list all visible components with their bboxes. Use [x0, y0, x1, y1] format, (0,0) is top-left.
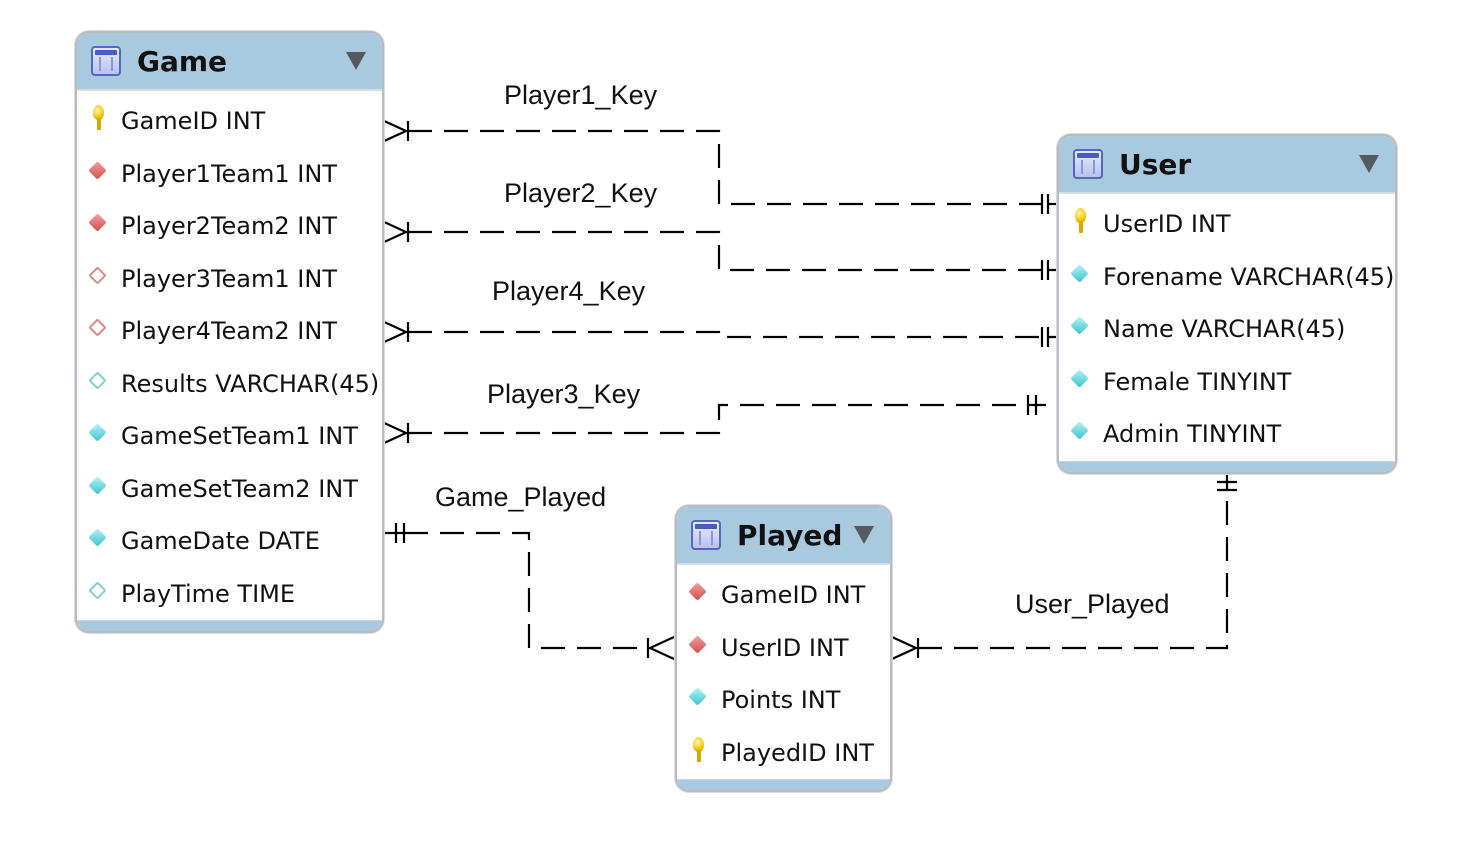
column-icon	[1071, 422, 1089, 440]
column-label: Results VARCHAR(45)	[121, 369, 380, 398]
entity-user-columns: UserID INT Forename VARCHAR(45) Name VAR…	[1059, 194, 1395, 461]
entity-game-header[interactable]: Game	[77, 33, 382, 91]
entity-title: User	[1119, 147, 1192, 181]
column-row[interactable]: Player2Team2 INT	[77, 200, 382, 253]
column-label: Points INT	[721, 686, 841, 715]
column-row[interactable]: Player3Team1 INT	[77, 253, 382, 306]
column-icon	[689, 688, 707, 706]
table-icon	[1073, 149, 1103, 179]
column-row[interactable]: Player4Team2 INT	[77, 305, 382, 358]
column-row[interactable]: Admin TINYINT	[1059, 408, 1395, 461]
connector-player2-key[interactable]	[381, 220, 1058, 280]
primary-key-icon	[689, 736, 707, 762]
connector-player3-key[interactable]	[381, 395, 1046, 445]
column-row[interactable]: Female TINYINT	[1059, 356, 1395, 409]
foreign-key-icon	[689, 583, 707, 601]
column-icon	[89, 477, 107, 495]
column-label: GameSetTeam2 INT	[121, 474, 358, 503]
column-label: PlayTime TIME	[121, 579, 296, 608]
column-icon	[1071, 265, 1089, 283]
relationship-label-player4-key: Player4_Key	[492, 276, 646, 306]
column-label: PlayedID INT	[721, 738, 874, 767]
column-label: Player2Team2 INT	[121, 212, 337, 241]
foreign-key-icon	[89, 162, 107, 180]
entity-footer	[77, 620, 382, 631]
column-row[interactable]: PlayTime TIME	[77, 568, 382, 621]
entity-user-header[interactable]: User	[1059, 136, 1395, 194]
column-label: Player3Team1 INT	[121, 264, 337, 293]
column-row[interactable]: Results VARCHAR(45)	[77, 358, 382, 411]
table-icon	[91, 46, 121, 76]
relationship-label-player3-key: Player3_Key	[487, 379, 641, 409]
column-row[interactable]: UserID INT	[1059, 198, 1395, 251]
entity-title: Game	[137, 44, 228, 78]
relationship-label-user-played: User_Played	[1015, 589, 1170, 619]
column-icon	[89, 424, 107, 442]
table-icon	[691, 520, 721, 550]
entity-footer	[1059, 460, 1395, 472]
entity-user[interactable]: User UserID INT Forename VARCHAR(45) Nam…	[1057, 134, 1397, 474]
column-row[interactable]: GameDate DATE	[77, 515, 382, 568]
relationship-label-game-played: Game_Played	[435, 482, 607, 512]
entity-played[interactable]: Played GameID INT UserID INT Points INT …	[675, 505, 892, 792]
column-row[interactable]: Points INT	[677, 674, 890, 727]
column-label: GameDate DATE	[121, 527, 320, 556]
foreign-key-icon	[89, 214, 107, 232]
column-label: Female TINYINT	[1103, 367, 1292, 396]
column-row[interactable]: Player1Team1 INT	[77, 148, 382, 201]
column-label: Name VARCHAR(45)	[1103, 315, 1346, 344]
entity-game-columns: GameID INT Player1Team1 INT Player2Team2…	[77, 91, 382, 620]
nullable-foreign-key-icon	[89, 267, 107, 285]
column-row[interactable]: GameSetTeam2 INT	[77, 463, 382, 516]
connector-player4-key[interactable]	[381, 320, 1058, 347]
entity-footer	[677, 779, 890, 790]
column-icon	[1071, 370, 1089, 388]
column-row[interactable]: GameID INT	[77, 95, 382, 148]
foreign-key-icon	[689, 636, 707, 654]
column-label: UserID INT	[721, 633, 849, 662]
nullable-column-icon	[89, 582, 107, 600]
collapse-toggle-icon[interactable]	[1359, 155, 1379, 173]
primary-key-icon	[89, 105, 107, 131]
column-label: Player4Team2 INT	[121, 317, 337, 346]
collapse-toggle-icon[interactable]	[346, 52, 366, 70]
column-icon	[89, 529, 107, 547]
column-row[interactable]: PlayedID INT	[677, 727, 890, 780]
entity-played-columns: GameID INT UserID INT Points INT PlayedI…	[677, 565, 890, 779]
column-icon	[1071, 317, 1089, 335]
column-label: UserID INT	[1103, 210, 1231, 239]
column-label: Player1Team1 INT	[121, 159, 337, 188]
column-row[interactable]: GameSetTeam1 INT	[77, 410, 382, 463]
nullable-column-icon	[89, 372, 107, 390]
connector-game-played[interactable]	[382, 523, 675, 660]
nullable-foreign-key-icon	[89, 319, 107, 337]
primary-key-icon	[1071, 208, 1089, 234]
entity-game[interactable]: Game GameID INT Player1Team1 INT Player2…	[75, 31, 384, 633]
entity-title: Played	[737, 518, 843, 552]
column-label: GameSetTeam1 INT	[121, 422, 358, 451]
column-row[interactable]: UserID INT	[677, 622, 890, 675]
collapse-toggle-icon[interactable]	[854, 526, 874, 544]
relationship-label-player2-key: Player2_Key	[504, 178, 658, 208]
entity-played-header[interactable]: Played	[677, 507, 890, 565]
column-row[interactable]: Forename VARCHAR(45)	[1059, 251, 1395, 304]
column-label: Admin TINYINT	[1103, 420, 1282, 449]
connector-player1-key[interactable]	[381, 119, 1058, 214]
column-row[interactable]: Name VARCHAR(45)	[1059, 303, 1395, 356]
column-row[interactable]: GameID INT	[677, 569, 890, 622]
column-label: GameID INT	[121, 107, 266, 136]
relationship-label-player1-key: Player1_Key	[504, 80, 658, 110]
connector-user-played[interactable]	[891, 472, 1237, 660]
column-label: Forename VARCHAR(45)	[1103, 262, 1395, 291]
column-label: GameID INT	[721, 581, 866, 610]
